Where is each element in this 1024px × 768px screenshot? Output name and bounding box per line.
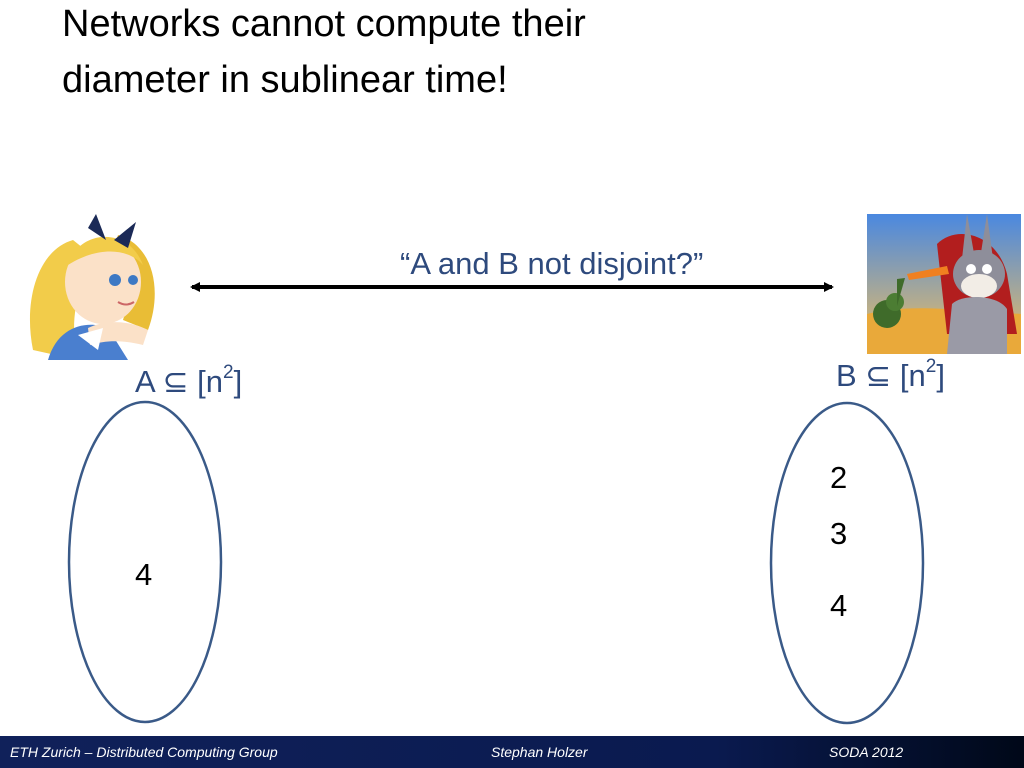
alice-set-sup: 2 [223,362,234,383]
bob-set-sup: 2 [926,356,937,377]
slide-footer: ETH Zurich – Distributed Computing Group… [0,736,1024,768]
alice-set-label: A ⊆ [n2] [135,364,242,400]
question-label: “A and B not disjoint?” [400,246,703,282]
footer-left: ETH Zurich – Distributed Computing Group [10,744,278,760]
alice-set-prefix: A ⊆ [n [135,364,223,399]
alice-element: 4 [135,557,152,593]
bob-set-suffix: ] [936,358,945,393]
bob-element: 2 [830,460,847,496]
bob-element: 4 [830,588,847,624]
bob-set-ellipse [771,403,923,723]
bob-element: 3 [830,516,847,552]
footer-center: Stephan Holzer [491,744,588,760]
footer-right: SODA 2012 [829,744,903,760]
bob-set-prefix: B ⊆ [n [836,358,926,393]
alice-set-suffix: ] [234,364,243,399]
bob-set-label: B ⊆ [n2] [836,358,945,394]
